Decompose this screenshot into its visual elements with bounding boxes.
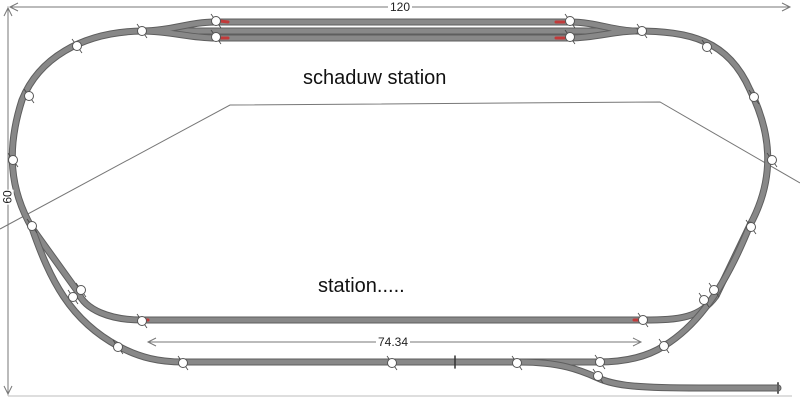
height-arrow-bottom xyxy=(3,385,13,396)
track-joint xyxy=(564,29,576,45)
track-joint xyxy=(748,89,760,105)
shadow-station-label: schaduw station xyxy=(303,67,447,89)
track-joint xyxy=(71,38,83,54)
track-joint xyxy=(26,218,38,234)
track-joint xyxy=(698,292,710,308)
track-joint xyxy=(7,152,19,168)
track-joint xyxy=(637,312,649,328)
track-joint xyxy=(708,282,720,298)
height-arrow-top xyxy=(3,6,13,17)
track-joint xyxy=(658,338,670,354)
track-joint xyxy=(210,13,222,29)
track-joint xyxy=(386,355,398,371)
track-joint xyxy=(177,355,189,371)
width-dimension-value: 120 xyxy=(388,0,413,14)
track-joints xyxy=(7,13,778,384)
height-dimension-value: 60 xyxy=(0,189,15,205)
track-joint xyxy=(564,13,576,29)
station-arrow-left xyxy=(146,337,157,347)
station-label: station..... xyxy=(318,275,405,297)
track-joint xyxy=(210,29,222,45)
station-length-value: 74.34 xyxy=(376,335,411,349)
track-joint xyxy=(592,368,604,384)
track-joint xyxy=(766,152,778,168)
track-joint xyxy=(112,339,124,355)
width-arrow-right xyxy=(781,2,792,12)
track-joint xyxy=(23,88,35,104)
width-arrow-left xyxy=(8,2,19,12)
track-joint xyxy=(136,313,148,329)
track-joint xyxy=(511,355,523,371)
station-arrow-right xyxy=(632,337,643,347)
track-joint xyxy=(701,39,713,55)
track-joint xyxy=(75,282,87,298)
track-joint xyxy=(67,289,79,305)
track-joint xyxy=(745,219,757,235)
track-joint xyxy=(136,23,148,39)
track-joint xyxy=(636,23,648,39)
scenery-divider xyxy=(0,101,800,230)
track-joint xyxy=(594,354,606,370)
